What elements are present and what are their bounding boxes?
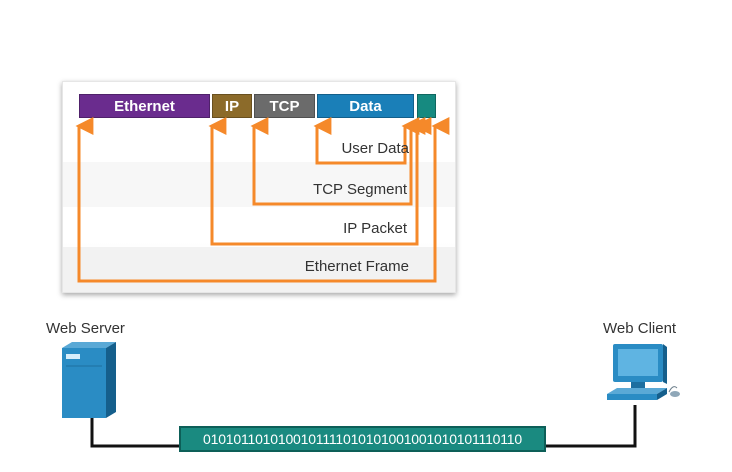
layer-label-ip-packet: IP Packet [343, 220, 407, 237]
layer-label-user-data: User Data [341, 140, 409, 157]
panel-band [63, 162, 455, 207]
arrow-ethernet-frame [75, 117, 450, 283]
encapsulation-arrows [75, 117, 450, 283]
arrow-tcp-segment [250, 117, 426, 206]
arrow-ip-packet [208, 117, 432, 246]
bitstream: 0101011010100101111010101001001010101110… [179, 426, 546, 452]
layer-label-tcp-segment: TCP Segment [313, 181, 407, 198]
segment-data: Data [317, 94, 414, 118]
arrow-user-data [313, 117, 420, 165]
client-label: Web Client [603, 320, 677, 337]
encapsulation-panel: Ethernet IP TCP Data User Data TCP Segme… [62, 81, 456, 293]
layer-label-ethernet-frame: Ethernet Frame [304, 258, 409, 275]
panel-band [63, 247, 455, 292]
server-icon [62, 342, 116, 418]
computer-icon [607, 344, 680, 400]
server-label: Web Server [46, 320, 125, 337]
segment-ethernet: Ethernet [79, 94, 210, 118]
